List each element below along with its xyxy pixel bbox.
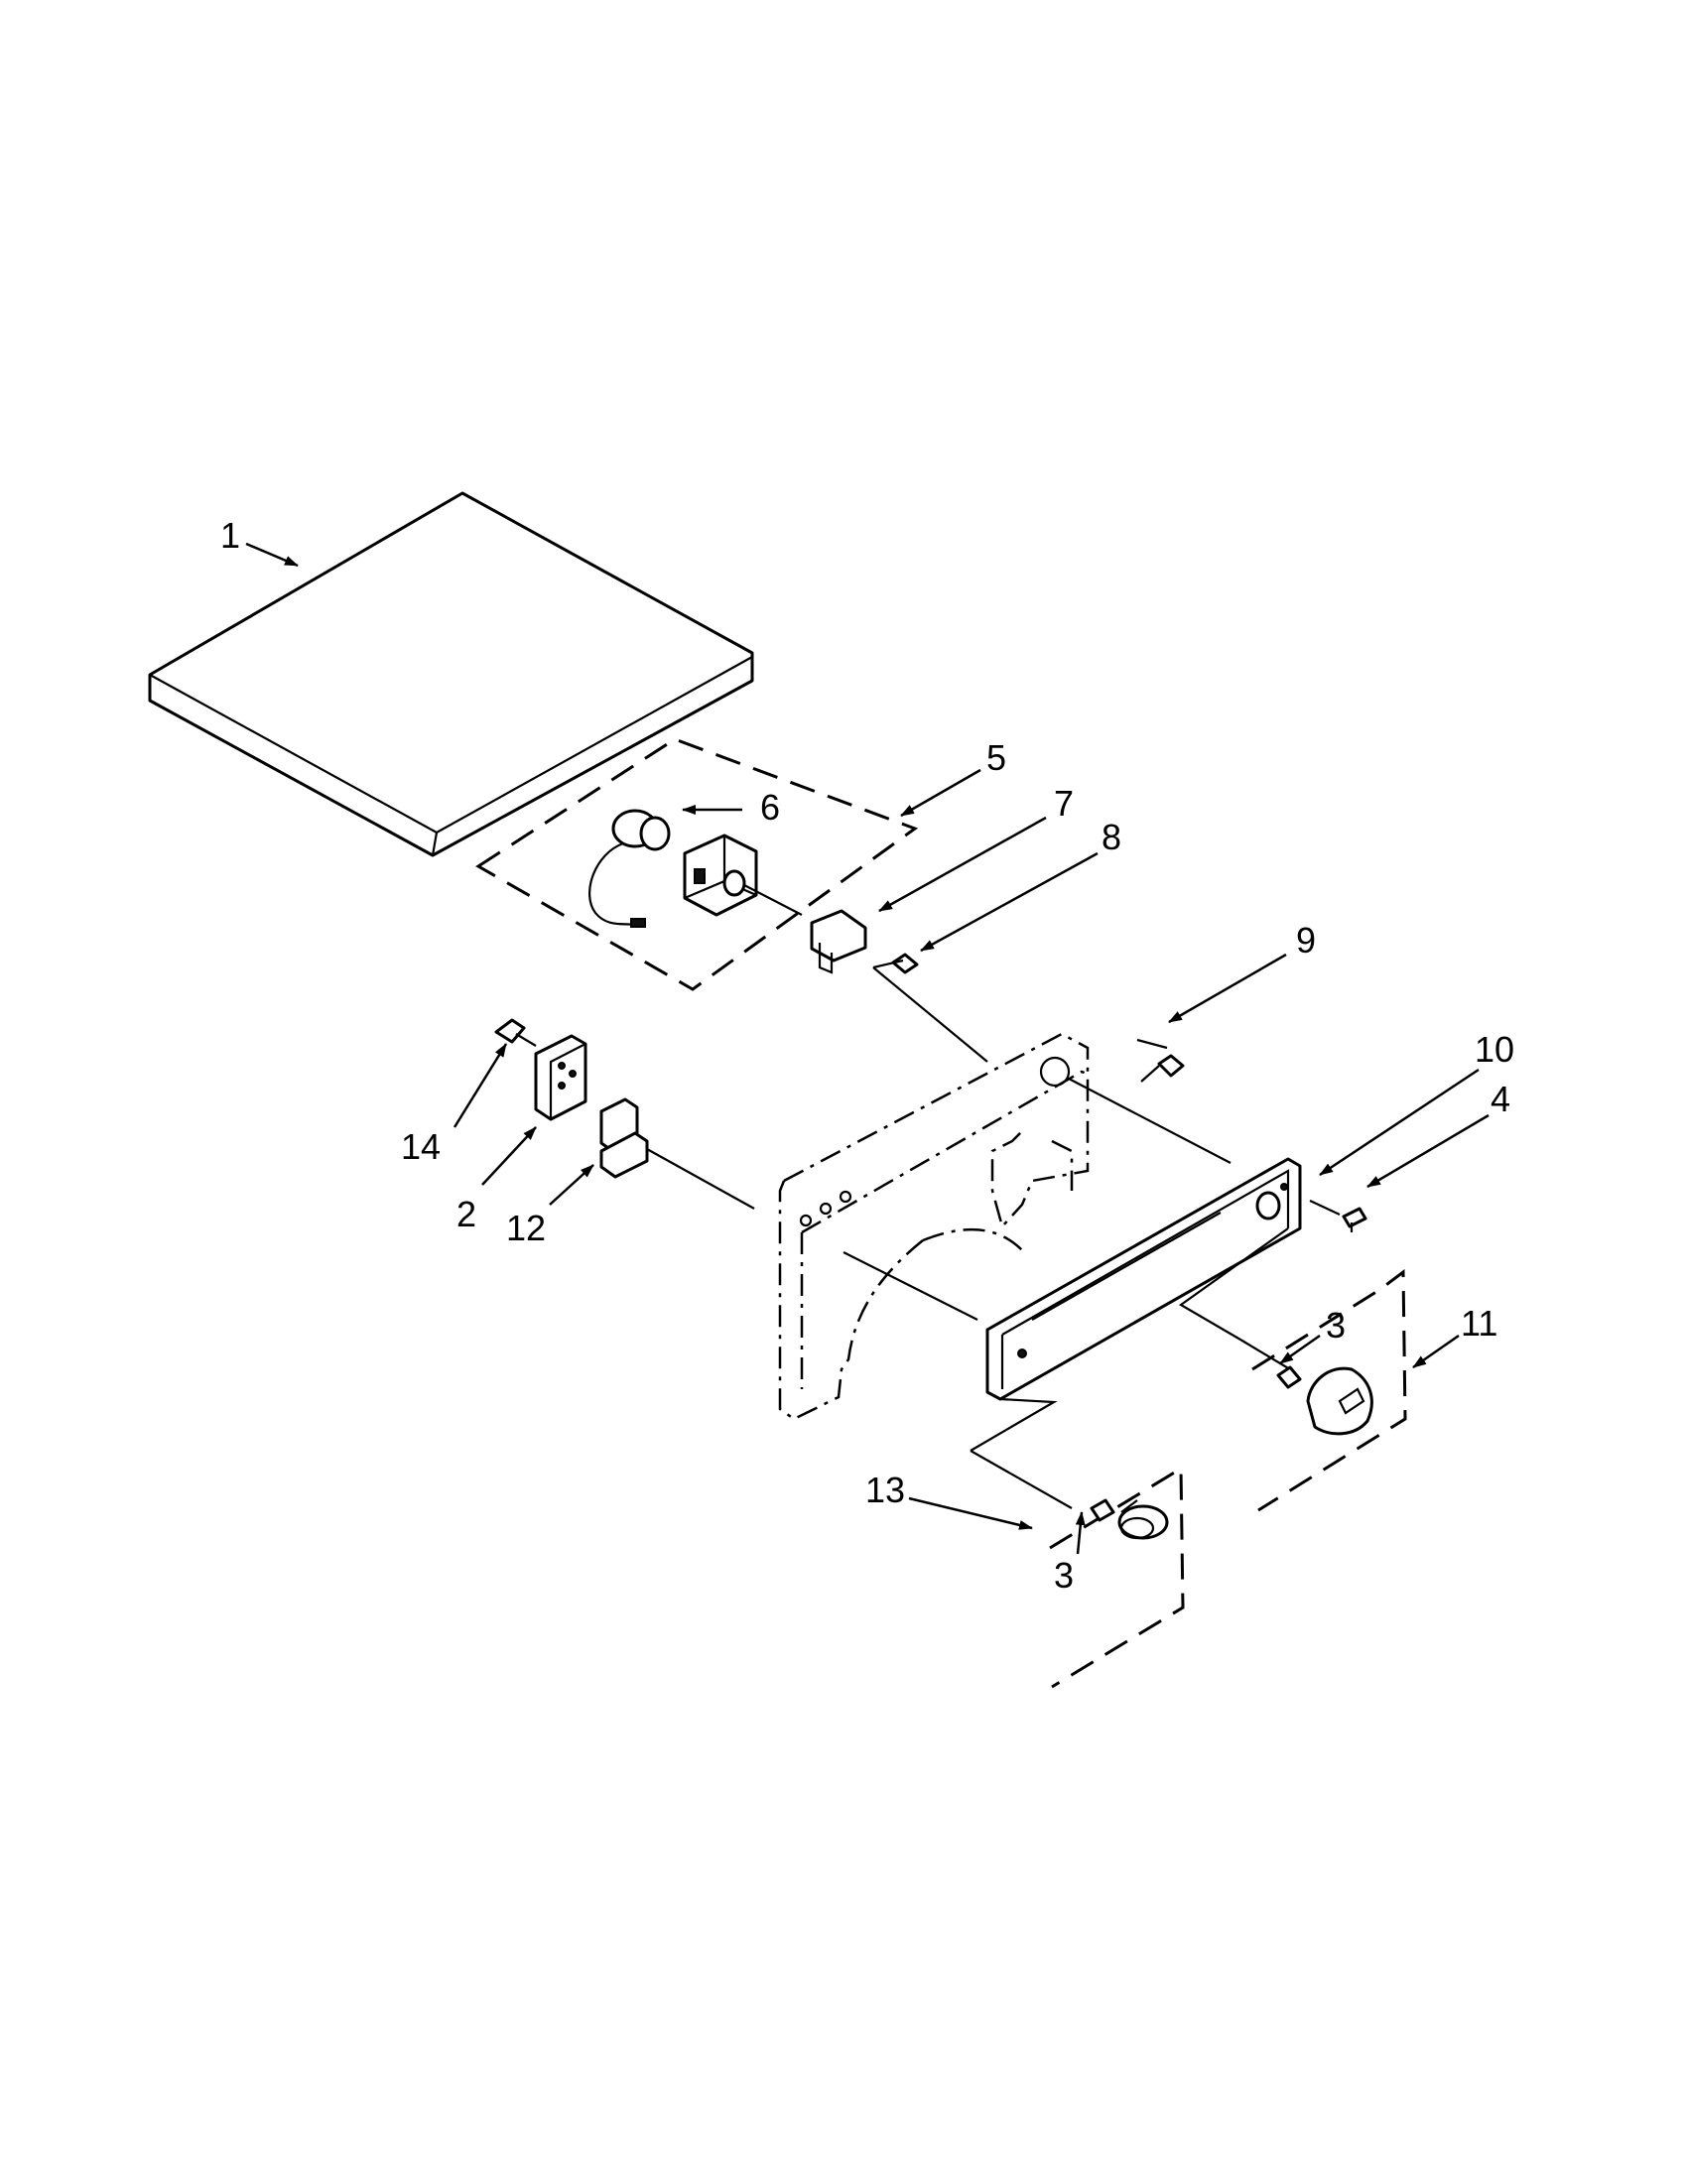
knob-group-13 [970,1450,1185,1689]
pin-4 [1309,1200,1367,1232]
callout-11: 11 [1461,1303,1497,1344]
timer-group-dashed-box [475,737,919,991]
callout-7: 7 [1054,783,1074,824]
callout-13: 13 [865,1470,905,1510]
callout-14: 14 [401,1126,441,1167]
top-panel [148,491,754,857]
callout-labels: 1 2 3 3 4 5 6 7 8 9 10 11 12 13 14 [220,515,1514,1596]
callout-3-upper: 3 [1326,1305,1346,1346]
callout-3-lower: 3 [1054,1555,1074,1596]
timer-bracket-and-screw [810,909,988,1063]
callout-9: 9 [1296,920,1316,961]
timer [683,834,803,917]
callout-1: 1 [220,515,240,556]
callout-10: 10 [1475,1029,1514,1070]
callout-8: 8 [1102,817,1121,857]
control-panel [970,1157,1302,1452]
screw-9 [1136,1038,1185,1083]
callout-6: 6 [760,787,780,828]
callout-5: 5 [986,737,1006,778]
callout-4: 4 [1491,1079,1510,1119]
console-outline [778,1032,1232,1421]
timer-motor [588,809,671,928]
callout-12: 12 [506,1208,546,1248]
callout-2: 2 [456,1194,476,1234]
callout-leaders [245,542,1490,1555]
knob-group-11 [1239,1269,1407,1512]
hinge-and-screw-left [494,1018,755,1210]
